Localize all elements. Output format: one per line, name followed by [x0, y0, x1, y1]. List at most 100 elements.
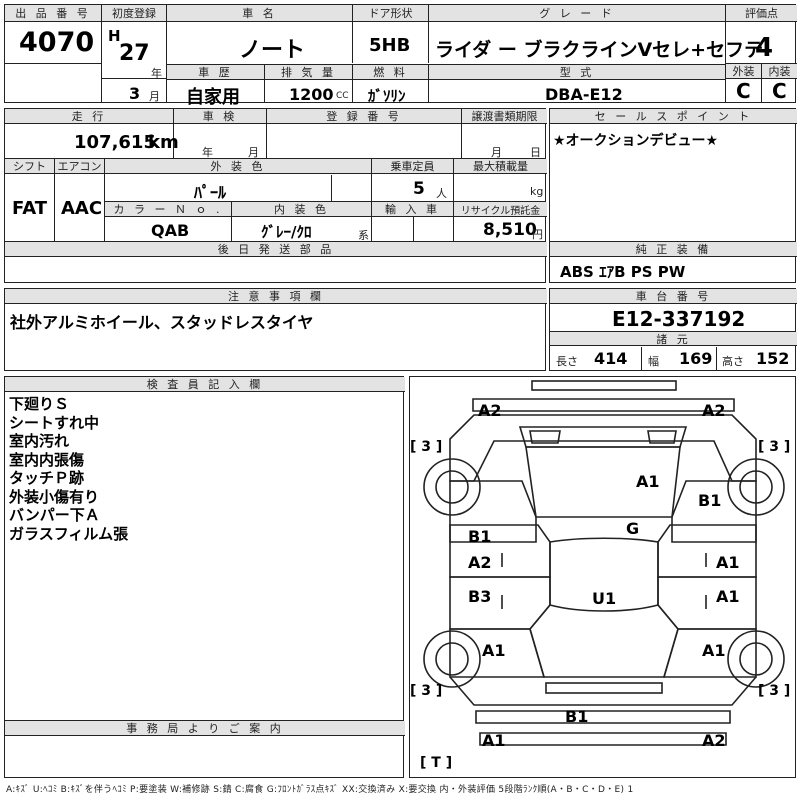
- car-name-label: 車 名: [167, 5, 352, 22]
- transfer-day-unit: 日: [530, 146, 541, 159]
- damage-code: A1: [716, 553, 740, 572]
- damage-code: A1: [482, 731, 506, 750]
- damage-code: A2: [702, 731, 726, 750]
- car-name: ノート: [239, 38, 306, 63]
- legend-text: A:ｷｽﾞ U:ﾍｺﾐ B:ｷｽﾞを伴うﾍｺﾐ P:要塗装 W:補修跡 S:錆 …: [6, 785, 634, 795]
- mileage-unit: km: [148, 132, 179, 153]
- exterior-color-label: 外 装 色: [105, 159, 371, 174]
- inspector-notes: 下廻りＳ シートすれ中 室内汚れ 室内内張傷 タッチＰ跡 外装小傷有り バンパー…: [9, 395, 128, 543]
- chassis-label: 車 台 番 号: [550, 289, 797, 304]
- score-int-label: 内装: [762, 64, 797, 79]
- score-ext-label: 外装: [726, 64, 761, 79]
- door-type: 5HB: [369, 35, 411, 56]
- capacity-label: 乗車定員: [372, 159, 453, 174]
- first-reg-era: H: [108, 27, 121, 45]
- notes-value: 社外アルミホイール、スタッドレスタイヤ: [10, 313, 314, 332]
- tire-mark-rear-right: [ 3 ]: [758, 683, 791, 699]
- specs-height: 152: [756, 349, 790, 368]
- equipment-label: 純 正 装 備: [550, 242, 797, 257]
- inspection-month-unit: 月: [248, 146, 259, 159]
- color-no-label: カ ラ ー Ｎ ｏ .: [105, 202, 231, 217]
- shift-value: FAT: [12, 198, 48, 219]
- tire-mark-spare: [ T ]: [420, 755, 453, 771]
- fuel-value: ｶﾞｿﾘﾝ: [368, 87, 406, 105]
- max-load-unit: kg: [530, 185, 544, 198]
- interior-color-value: ｸﾞﾚｰ/ｸﾛ: [261, 223, 312, 241]
- inspector-line: 下廻りＳ: [9, 395, 70, 413]
- inspector-line: バンパー下Ａ: [9, 506, 100, 524]
- door-label: ドア形状: [353, 5, 428, 22]
- tire-mark-front-left: [ 3 ]: [410, 439, 443, 455]
- grade-value: ライダ ー ブラクラインVセレ+セフテ: [435, 39, 764, 61]
- specs-width: 169: [679, 349, 713, 368]
- history-value: 自家用: [186, 87, 240, 108]
- displacement-value: 1200: [289, 85, 334, 104]
- sales-point-label: セ ー ル ス ポ イ ン ト: [550, 109, 797, 124]
- specs-length-label: 長さ: [556, 355, 578, 368]
- inspector-line: 外装小傷有り: [9, 487, 100, 506]
- first-reg-month-unit: 月: [149, 90, 160, 103]
- fuel-label: 燃 料: [353, 65, 428, 80]
- registration-label: 登 録 番 号: [267, 109, 461, 124]
- damage-code: B3: [468, 587, 492, 606]
- inspector-line: シートすれ中: [9, 413, 100, 432]
- office-label: 事 務 局 よ り ご 案 内: [5, 721, 405, 736]
- chassis-block: 車 台 番 号 E12-337192 諸 元 長さ 414 幅 169 高さ 1…: [549, 288, 797, 371]
- recycle-label: リサイクル預託金: [454, 202, 547, 217]
- mileage-label: 走 行: [5, 109, 173, 124]
- first-reg-label: 初度登録: [102, 5, 166, 22]
- specs-height-label: 高さ: [722, 355, 744, 368]
- first-reg-year-unit: 年: [151, 67, 162, 80]
- specs-width-label: 幅: [648, 355, 659, 368]
- damage-code: B1: [698, 491, 722, 510]
- transfer-label: 譲渡書類期限: [462, 109, 547, 124]
- damage-code: A2: [478, 401, 502, 420]
- interior-color-label: 内 装 色: [232, 202, 371, 217]
- damage-code: A1: [702, 641, 726, 660]
- inspection-year-unit: 年: [202, 146, 213, 159]
- damage-code: G: [626, 519, 640, 538]
- inspector-line: タッチＰ跡: [9, 469, 85, 487]
- details-block: 走 行 車 検 登 録 番 号 譲渡書類期限 107,615 km 年 月 月 …: [4, 108, 547, 283]
- damage-code: B1: [468, 527, 492, 546]
- equipment-value: ABS ｴｱB PS PW: [560, 263, 686, 281]
- inspector-block: 検 査 員 記 入 欄 下廻りＳ シートすれ中 室内汚れ 室内内張傷 タッチＰ跡…: [4, 376, 405, 778]
- shift-label: シフト: [5, 159, 54, 174]
- model-label: 型 式: [429, 65, 725, 80]
- notes-block: 注 意 事 項 欄 社外アルミホイール、スタッドレスタイヤ: [4, 288, 547, 371]
- tire-mark-front-right: [ 3 ]: [758, 439, 791, 455]
- specs-length: 414: [594, 349, 628, 368]
- damage-code: A1: [636, 472, 660, 491]
- color-no-value: QAB: [151, 221, 190, 240]
- inspector-label: 検 査 員 記 入 欄: [5, 377, 405, 392]
- first-reg-year: 27: [119, 41, 150, 66]
- mileage-value: 107,615: [74, 132, 156, 153]
- score-label: 評価点: [726, 5, 797, 22]
- capacity-value: 5: [413, 179, 425, 199]
- inspection-label: 車 検: [174, 109, 266, 124]
- score-int: C: [772, 79, 787, 103]
- aircon-label: エアコン: [55, 159, 104, 174]
- lot-label: 出 品 番 号: [5, 5, 101, 22]
- car-outline-drawing: [423, 380, 785, 746]
- displacement-label: 排 気 量: [265, 65, 352, 80]
- max-load-label: 最大積載量: [454, 159, 547, 174]
- aircon-value: AAC: [61, 198, 103, 219]
- damage-code: A2: [468, 553, 492, 572]
- notes-label: 注 意 事 項 欄: [5, 289, 547, 304]
- displacement-unit: CC: [336, 91, 349, 101]
- damage-code: A1: [716, 587, 740, 606]
- transfer-month-unit: 月: [491, 146, 502, 159]
- damage-code: B1: [565, 707, 589, 726]
- car-diagram: [ 3 ] [ 3 ] [ 3 ] [ 3 ] [ T ] A2 A2 A1 B…: [409, 376, 796, 778]
- grade-label: グ レ ー ド: [429, 5, 725, 22]
- tire-mark-rear-left: [ 3 ]: [410, 683, 443, 699]
- inspector-line: 室内内張傷: [9, 450, 85, 469]
- damage-code: U1: [592, 589, 617, 608]
- capacity-unit: 人: [436, 187, 447, 200]
- damage-code: A2: [702, 401, 726, 420]
- exterior-color-value: ﾊﾟｰﾙ: [194, 183, 227, 202]
- score-ext: C: [736, 79, 751, 103]
- later-parts-label: 後 日 発 送 部 品: [5, 242, 547, 257]
- damage-code: A1: [482, 641, 506, 660]
